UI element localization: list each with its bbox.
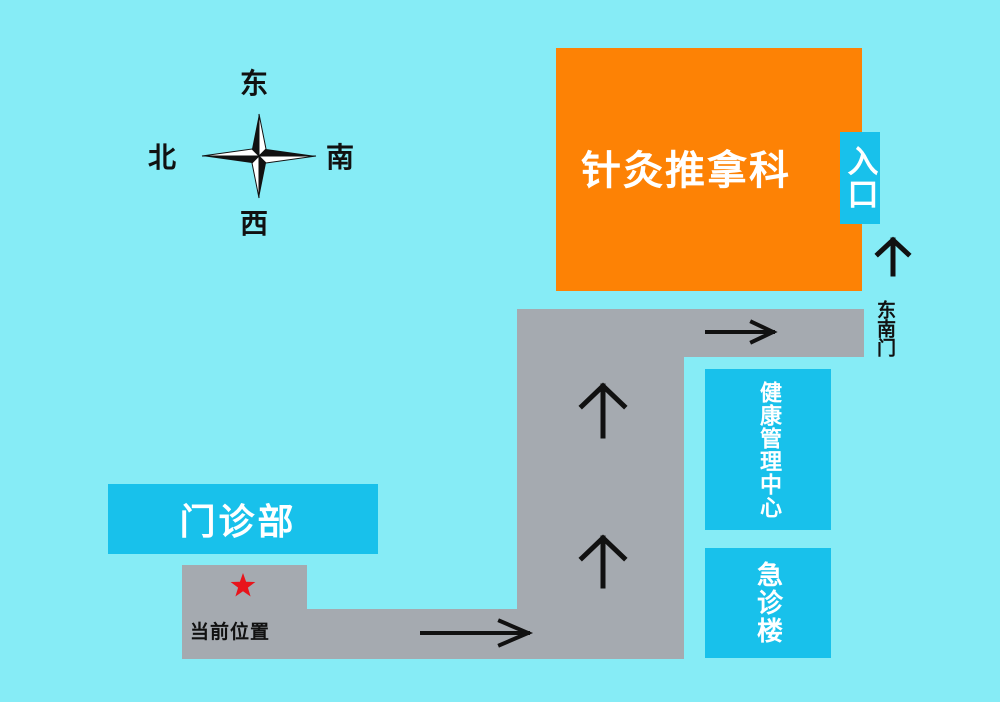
current-position-label: 当前位置 — [190, 621, 271, 643]
road-horizontal-top — [517, 309, 864, 357]
building-acupuncture[interactable]: 针灸推拿科 — [556, 48, 862, 291]
compass-north-label: 北 — [148, 141, 177, 174]
arrow-right-icon — [705, 319, 778, 345]
building-outpatient-label: 门诊部 — [179, 502, 297, 543]
arrow-right-icon — [420, 618, 534, 648]
building-health-center-label: 健康管理中心 — [756, 380, 781, 519]
arrow-up-icon — [578, 534, 628, 589]
compass-south-label: 南 — [326, 141, 355, 174]
building-acupuncture-label: 针灸推拿科 — [581, 147, 791, 194]
building-health-center[interactable]: 健康管理中心 — [705, 369, 831, 530]
southeast-gate-label: 东南门 — [874, 300, 896, 357]
arrow-up-icon — [578, 382, 628, 439]
entrance-sign[interactable]: 入口 — [840, 132, 880, 224]
road-vertical — [517, 309, 684, 659]
building-outpatient[interactable]: 门诊部 — [108, 484, 378, 554]
arrow-up-icon — [874, 236, 912, 277]
compass-west-label: 西 — [240, 207, 269, 240]
building-emergency[interactable]: 急诊楼 — [705, 548, 831, 658]
building-emergency-label: 急诊楼 — [752, 561, 783, 645]
compass-east-label: 东 — [240, 67, 269, 100]
